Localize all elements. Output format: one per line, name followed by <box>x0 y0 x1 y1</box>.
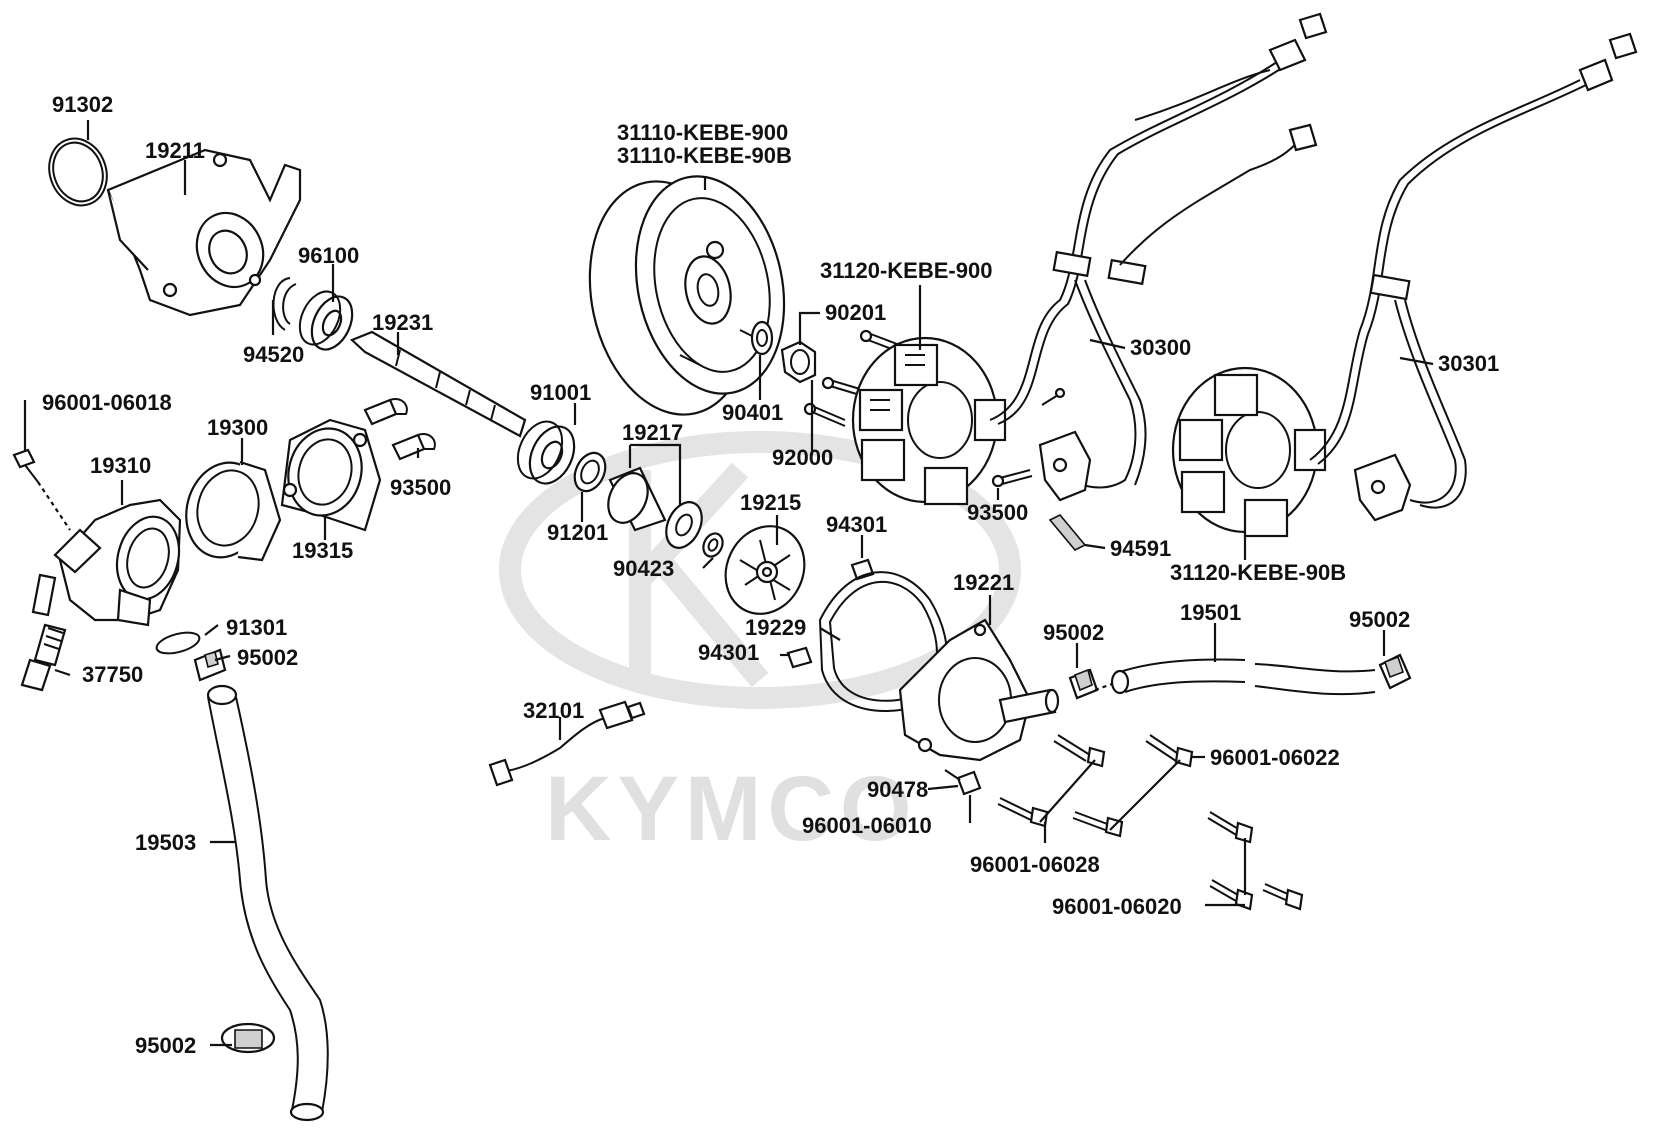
label-19315: 19315 <box>292 538 353 563</box>
harness-30301 <box>1309 32 1638 509</box>
label-91001: 91001 <box>530 380 591 405</box>
bolt-96001-06018 <box>12 448 71 531</box>
label-94301-a: 94301 <box>826 512 887 537</box>
label-91301: 91301 <box>226 615 287 640</box>
clamp-95002-b <box>1068 668 1099 700</box>
label-94301-b: 94301 <box>698 640 759 665</box>
bearing-91001 <box>516 420 576 485</box>
bolt-96001-06020 <box>1207 811 1304 911</box>
label-19231: 19231 <box>372 310 433 335</box>
oring-91301 <box>155 631 201 655</box>
wire-32101 <box>488 700 646 787</box>
label-90201: 90201 <box>825 300 886 325</box>
label-19215: 19215 <box>740 490 801 515</box>
thermostat-19300 <box>185 460 282 562</box>
part-labels: 91302 19211 96100 94520 19231 96001-0601… <box>42 92 1499 1058</box>
hose-19503 <box>206 684 329 1122</box>
label-95002-d: 95002 <box>135 1033 196 1058</box>
seal-91201 <box>573 451 607 493</box>
label-90478: 90478 <box>867 777 928 802</box>
dowel-94301-b <box>786 646 813 669</box>
label-93500-right: 93500 <box>967 500 1028 525</box>
label-32101: 32101 <box>523 698 584 723</box>
clamp-95002-d <box>220 1022 276 1054</box>
label-90401: 90401 <box>722 400 783 425</box>
label-93500-left: 93500 <box>390 475 451 500</box>
pump-cover-19221 <box>898 618 1060 762</box>
label-95002-b: 95002 <box>1043 620 1104 645</box>
label-96001-06010: 96001-06010 <box>802 813 932 838</box>
label-96001-06020: 96001-06020 <box>1052 894 1182 919</box>
label-94520: 94520 <box>243 342 304 367</box>
bolts-93500-left <box>363 398 436 461</box>
clamp-95002-a <box>193 648 227 682</box>
watermark-text: KYMCO <box>545 758 917 860</box>
washer-90401 <box>750 320 774 356</box>
flywheel-31110 <box>588 175 786 416</box>
bearing-96100 <box>298 290 354 351</box>
label-19229: 19229 <box>745 615 806 640</box>
label-19211: 19211 <box>145 138 205 163</box>
impeller-19215 <box>724 525 806 615</box>
label-19503: 19503 <box>135 830 196 855</box>
pump-cover-19211 <box>106 148 302 317</box>
clamp-95002-c <box>1378 653 1412 690</box>
label-96001-06028: 96001-06028 <box>970 852 1100 877</box>
label-19310: 19310 <box>90 453 151 478</box>
thermostat-case-19310 <box>31 498 182 627</box>
label-31110-kebe-90b: 31110-KEBE-90B <box>617 143 792 168</box>
label-90423: 90423 <box>613 556 674 581</box>
pickup-sensor-bracket-2 <box>1353 453 1412 522</box>
bolt-90478 <box>944 769 982 796</box>
label-19501: 19501 <box>1180 600 1241 625</box>
leader-lines <box>23 120 1434 1047</box>
temp-sensor-37750 <box>20 623 67 692</box>
label-30300: 30300 <box>1130 335 1191 360</box>
label-92000: 92000 <box>772 445 833 470</box>
stator-31120-90b <box>1171 366 1327 538</box>
label-19300: 19300 <box>207 415 268 440</box>
label-96100: 96100 <box>298 243 359 268</box>
label-95002-c: 95002 <box>1349 607 1410 632</box>
shaft-19231 <box>349 330 527 438</box>
label-94591: 94591 <box>1110 536 1171 561</box>
stator-31120-900 <box>851 336 1007 506</box>
hose-19501 <box>1094 658 1376 696</box>
mechanical-seal-19217 <box>607 466 703 549</box>
clip-94591 <box>1048 514 1087 551</box>
label-96001-06022: 96001-06022 <box>1210 745 1340 770</box>
label-31120-kebe-90b: 31120-KEBE-90B <box>1170 560 1346 585</box>
harness-30300 <box>989 12 1328 489</box>
label-91302: 91302 <box>52 92 113 117</box>
bolt-96001-06022 <box>1072 734 1194 838</box>
oring-91302 <box>48 137 108 207</box>
label-19217: 19217 <box>622 420 683 445</box>
nut-90201 <box>780 340 817 384</box>
label-95002-a: 95002 <box>237 645 298 670</box>
washer-90423 <box>702 532 724 558</box>
label-91201: 91201 <box>547 520 608 545</box>
label-31110-kebe-900: 31110-KEBE-900 <box>617 120 788 145</box>
bolt-93500-right <box>991 387 1066 488</box>
label-19221: 19221 <box>953 570 1014 595</box>
label-37750: 37750 <box>82 662 143 687</box>
pickup-sensor-bracket <box>1038 430 1092 502</box>
label-96001-06018: 96001-06018 <box>42 390 172 415</box>
thermostat-housing-19315 <box>280 418 382 532</box>
bolt-96001-06028 <box>997 734 1106 828</box>
label-31120-kebe-900: 31120-KEBE-900 <box>820 258 992 283</box>
kymco-watermark: KYMCO <box>499 431 1021 860</box>
circlip-94520 <box>272 277 297 331</box>
label-30301: 30301 <box>1438 351 1499 376</box>
